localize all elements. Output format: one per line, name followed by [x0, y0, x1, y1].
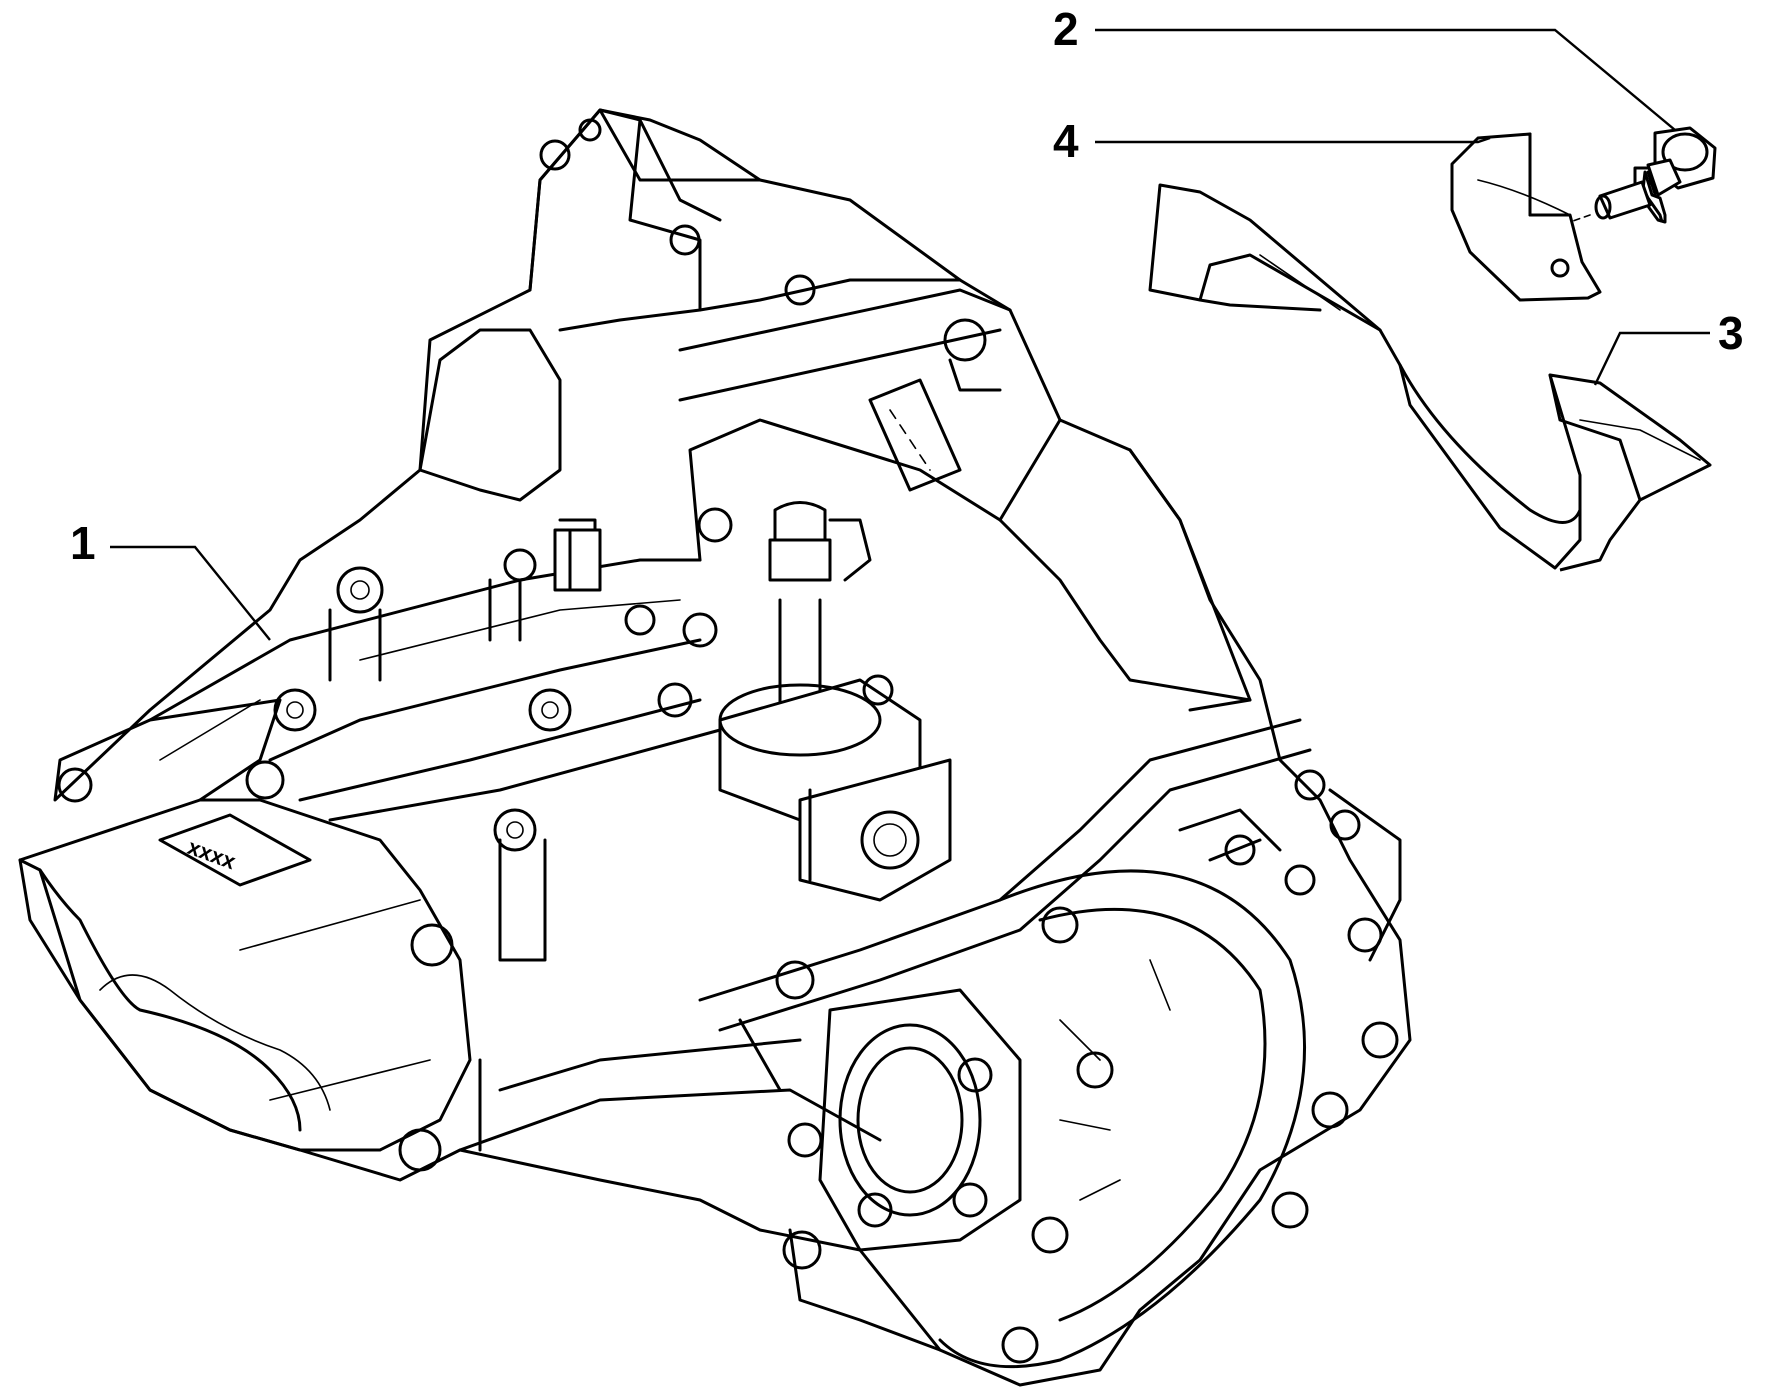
callout-1: 1 [70, 517, 96, 569]
leader-line-2 [1095, 28, 1676, 131]
callout-2: 2 [1053, 3, 1079, 55]
callout-4: 4 [1053, 115, 1079, 167]
bolt-part [1569, 126, 1717, 224]
leader-lines [110, 28, 1710, 641]
bracket-part [1450, 132, 1602, 302]
heat-shield-part [1148, 183, 1712, 572]
gearbox-assembly: xxxx [18, 108, 1412, 1387]
leader-line-4 [1095, 136, 1491, 144]
leader-line-3 [1593, 331, 1710, 386]
leader-line-1 [110, 545, 271, 641]
callout-3: 3 [1718, 307, 1744, 359]
